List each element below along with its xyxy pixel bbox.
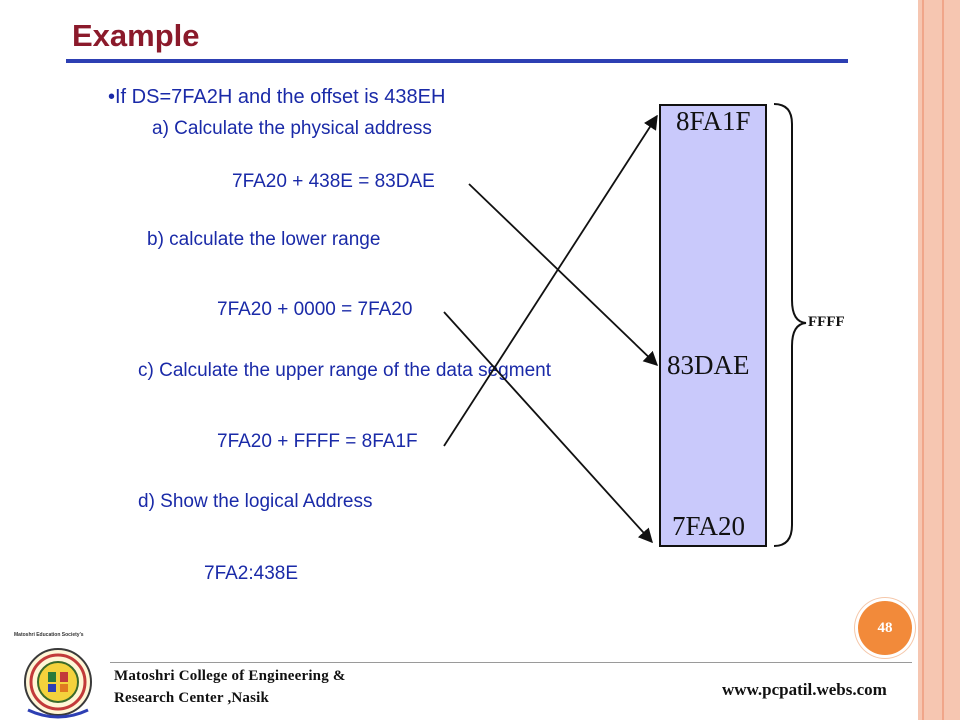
slide-title: Example — [72, 18, 200, 53]
segment-base-address: 7FA20 — [672, 511, 746, 541]
question-b: b) calculate the lower range — [147, 229, 381, 250]
answer-d: 7FA2:438E — [204, 563, 299, 584]
border-line — [922, 0, 924, 720]
answer-c: 7FA20 + FFFF = 8FA1F — [217, 431, 418, 452]
right-decorative-border — [918, 0, 960, 720]
segment-brace — [773, 103, 807, 547]
segment-size-label: FFFF — [808, 314, 845, 330]
arrow-to-upper-range — [443, 114, 658, 447]
answer-b: 7FA20 + 0000 = 7FA20 — [217, 299, 413, 320]
society-name: Matoshri Education Society's — [14, 632, 84, 638]
question-d: d) Show the logical Address — [138, 491, 373, 512]
website-link[interactable]: www.pcpatil.webs.com — [722, 680, 887, 699]
college-name-line2: Research Center ,Nasik — [114, 690, 270, 706]
memory-segment-box — [659, 104, 767, 547]
answer-a: 7FA20 + 438E = 83DAE — [232, 171, 435, 192]
page-number: 48 — [877, 619, 893, 636]
question-c: c) Calculate the upper range of the data… — [138, 360, 551, 381]
problem-statement: •If DS=7FA2H and the offset is 438EH — [108, 86, 446, 108]
segment-physical-address: 83DAE — [667, 350, 750, 380]
college-name-line1: Matoshri College of Engineering & — [114, 668, 346, 684]
segment-top-address: 8FA1F — [676, 106, 751, 136]
title-underline — [66, 59, 848, 63]
arrow-to-physical-address — [468, 183, 659, 366]
arrow-to-lower-range — [443, 311, 653, 544]
question-a: a) Calculate the physical address — [152, 118, 432, 139]
border-line — [942, 0, 944, 720]
footer-divider — [110, 662, 912, 663]
college-logo: Matoshri Education Society's — [12, 632, 104, 720]
college-seal-icon — [24, 648, 92, 719]
page-number-badge: 48 — [858, 601, 912, 655]
